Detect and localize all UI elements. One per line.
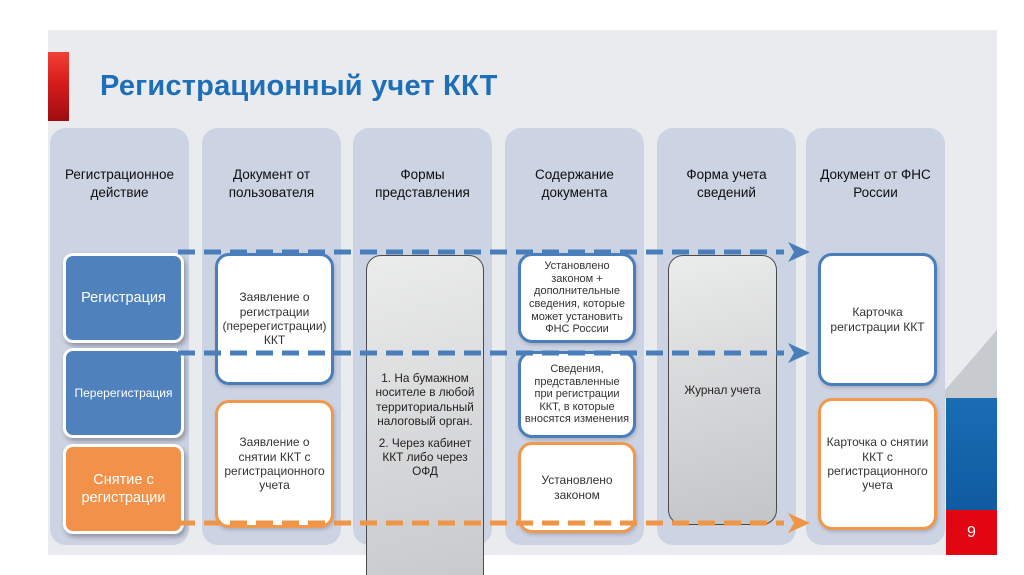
red-accent-bar: [48, 52, 69, 121]
box-text: Карточка регистрации ККТ: [830, 305, 925, 334]
box-text: 1. На бумажном носителе в любой территор…: [375, 371, 475, 429]
column-header: Формы представления: [375, 167, 470, 200]
box-text: Заявление о снятии ККТ с регистрационног…: [224, 435, 325, 493]
flag-red-stripe: 9: [946, 510, 997, 555]
column-header: Документ от пользователя: [228, 167, 315, 200]
presentation-forms-box: 1. На бумажном носителе в любой территор…: [366, 255, 484, 575]
content-reregistration-box: Сведения, представленные при регистрации…: [518, 351, 636, 438]
box-text: Карточка о снятии ККТ с регистрационного…: [826, 435, 929, 493]
content-deregistration-box: Установлено законом: [518, 442, 636, 533]
page-number: 9: [967, 523, 976, 541]
box-text: Установлено законом + дополнительные све…: [529, 260, 625, 336]
user-document-registration-box: Заявление о регистрации (перерегистрации…: [215, 253, 334, 385]
column-header: Форма учета сведений: [686, 167, 767, 200]
action-box-registration: Регистрация: [63, 253, 184, 343]
action-box-deregistration: Снятие с регистрации: [63, 444, 184, 534]
user-document-deregistration-box: Заявление о снятии ККТ с регистрационног…: [215, 400, 334, 528]
column-header: Содержание документа: [535, 167, 614, 200]
slide-title: Регистрационный учет ККТ: [100, 70, 498, 102]
column-header: Документ от ФНС России: [820, 167, 931, 200]
record-form-box: Журнал учета: [668, 255, 777, 525]
content-registration-box: Установлено законом + дополнительные све…: [518, 253, 636, 343]
flag-blue-stripe: [946, 398, 997, 510]
box-text: Журнал учета: [684, 382, 761, 397]
action-label: Регистрация: [81, 290, 166, 306]
fns-document-deregistration-box: Карточка о снятии ККТ с регистрационного…: [818, 398, 937, 530]
box-text: 2. Через кабинет ККТ либо через ОФД: [378, 435, 472, 479]
box-text: Сведения, представленные при регистрации…: [524, 362, 630, 426]
action-box-reregistration: Перерегистрация: [63, 348, 184, 438]
column-header: Регистрационное действие: [64, 167, 175, 200]
action-label: Перерегистрация: [74, 386, 173, 400]
action-label: Снятие с регистрации: [81, 471, 166, 506]
box-text: Заявление о регистрации (перерегистрации…: [222, 290, 327, 348]
box-text: Установлено законом: [541, 473, 613, 502]
fns-document-registration-box: Карточка регистрации ККТ: [818, 253, 937, 386]
